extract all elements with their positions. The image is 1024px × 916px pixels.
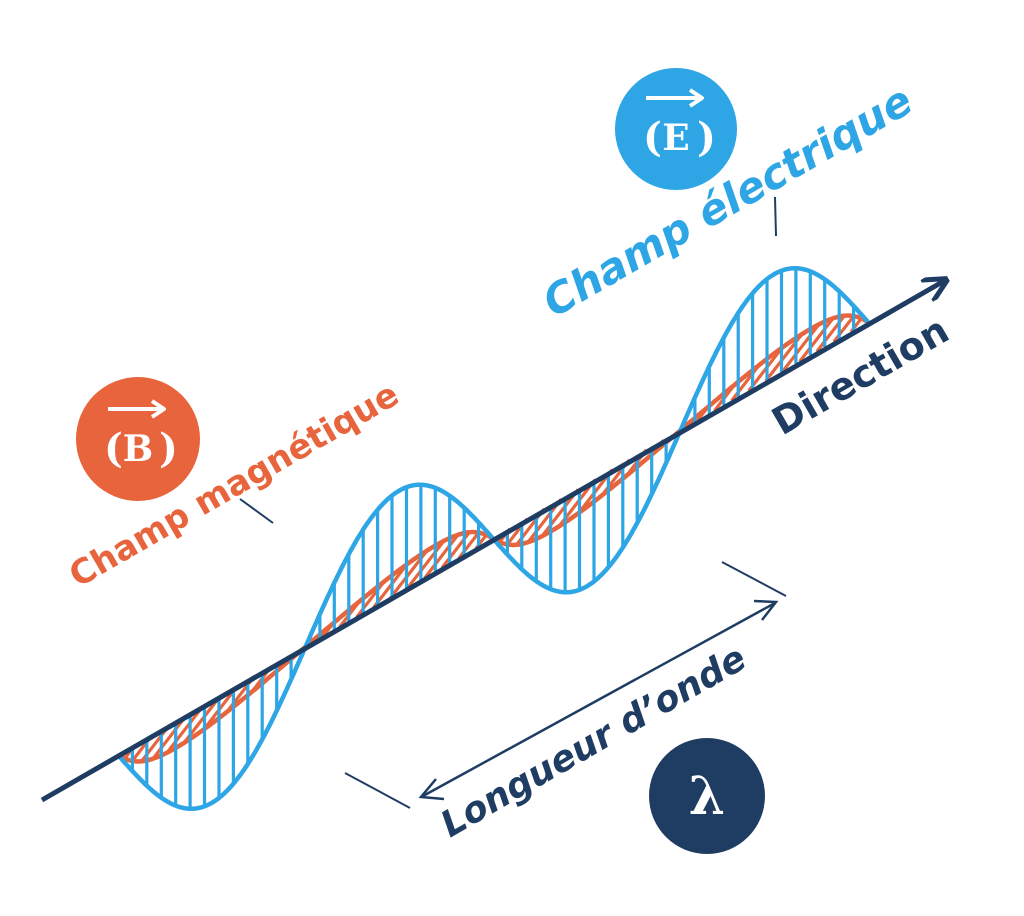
electric-field-wave [116,265,870,812]
magnetic-badge-letter: B [123,428,153,470]
magnetic-badge-close-paren: ) [159,425,178,472]
wavelength-arrow [418,599,779,801]
lambda-symbol: λ [689,766,725,827]
electric-badge-open-paren: ( [643,114,662,161]
wavelength-tick-right [721,561,787,597]
magnetic-hatch-line [423,533,460,579]
magnetic-hatch-line [457,531,480,560]
magnetic-hatch-line [798,317,835,363]
magnetic-hatch-line [781,323,821,373]
magnetic-hatch-line [165,704,205,754]
electric-badge-close-paren: ) [697,114,716,161]
propagation-axis [40,281,944,803]
electric-leader-line [774,196,777,237]
magnetic-hatch-line [747,346,784,392]
wavelength-lambda-badge: λ [649,738,765,854]
electric-field-hatching [130,268,856,809]
electric-badge-letter: E [662,117,689,159]
magnetic-field-badge: ( B ) [76,377,200,501]
magnetic-hatch-line [406,539,446,589]
wavelength-tick-left [344,772,411,809]
magnetic-leader-line [239,498,274,524]
electric-field-badge: ( E ) [615,68,737,190]
magnetic-hatch-line [832,315,855,343]
magnetic-badge-open-paren: ( [104,425,123,472]
magnetic-hatch-line [372,563,409,609]
